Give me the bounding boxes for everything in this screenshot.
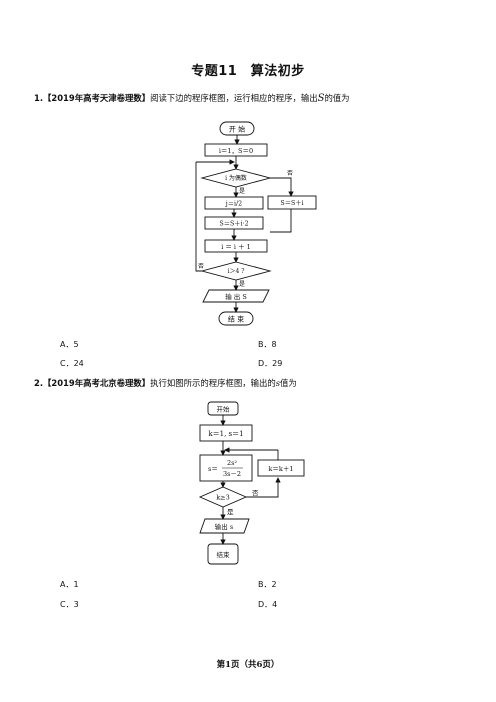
fc1-output-label: 输 出 S bbox=[225, 292, 247, 301]
fc1-no-label: 否 bbox=[287, 170, 293, 177]
fc2-start-label: 开始 bbox=[217, 405, 231, 414]
fc2-s-lhs: s＝ bbox=[208, 465, 218, 473]
fc1-j-assign-label: j＝i/2 bbox=[225, 201, 242, 208]
page-footer: 第1页（共6页） bbox=[216, 660, 280, 670]
fc1-limit-label: i＞4 ? bbox=[228, 268, 245, 275]
question-2-text: 执行如图所示的程序框图，输出的 bbox=[150, 378, 276, 388]
fc1-output-shape bbox=[202, 289, 270, 303]
fc1-yes2-label: 是 bbox=[239, 281, 245, 288]
q2-option-c: C．3 bbox=[60, 600, 79, 609]
fc1-yes-label: 是 bbox=[239, 188, 245, 195]
q2-option-b: B．2 bbox=[258, 580, 277, 589]
fc1-start-label: 开 始 bbox=[229, 125, 245, 134]
fc1-init-label: i＝1，S＝0 bbox=[219, 147, 253, 155]
fc2-yes-label: 是 bbox=[227, 508, 234, 516]
q1-option-c: C．24 bbox=[60, 359, 84, 368]
question-2-var: s bbox=[275, 378, 281, 388]
fc1-s-update-odd-label: S＝S＋i bbox=[280, 199, 303, 207]
fc2-init-box bbox=[199, 424, 253, 442]
question-1-var: S bbox=[317, 93, 325, 104]
fc1-end-label: 结 束 bbox=[228, 315, 244, 324]
question-1: 1.【2019年高考天津卷理数】阅读下边的程序框图，运行相应的程序，输出S的值为 bbox=[34, 92, 474, 105]
fc1-no2-label: 否 bbox=[198, 263, 204, 270]
fc2-increment-label: k＝k＋1 bbox=[268, 465, 293, 473]
q1-option-d: D．29 bbox=[258, 359, 283, 368]
question-2: 2.【2019年高考北京卷理数】执行如图所示的程序框图，输出的s值为 bbox=[34, 377, 474, 389]
q2-option-a: A．1 bbox=[60, 580, 79, 589]
fc1-increment-label: i ＝ i ＋ 1 bbox=[221, 243, 251, 251]
fc1-s-update-odd-box bbox=[267, 195, 317, 210]
fc2-condition-label: k≥3 bbox=[216, 494, 230, 502]
question-2-tail: 值为 bbox=[280, 378, 297, 388]
fc1-s-update-even-label: S＝S＋i·2 bbox=[219, 220, 248, 228]
q2-option-d: D．4 bbox=[258, 600, 278, 609]
fc1-even-label: i 为偶数 bbox=[225, 174, 247, 182]
question-2-number: 2. bbox=[34, 378, 44, 388]
fc2-s-assign-box bbox=[199, 454, 253, 482]
fc2-no-label: 否 bbox=[252, 489, 259, 497]
fc2-increment-box bbox=[257, 459, 305, 477]
page-title: 专题11 算法初步 bbox=[191, 64, 305, 79]
fc2-init-label: k＝1, s＝1 bbox=[208, 430, 243, 438]
fc2-end-shape bbox=[207, 543, 239, 565]
fc2-output-label: 输出 s bbox=[215, 522, 233, 531]
q1-option-b: B．8 bbox=[258, 340, 277, 349]
fc1-end-shape bbox=[218, 311, 254, 326]
question-2-source: 【2019年高考北京卷理数】 bbox=[43, 378, 151, 388]
question-1-number: 1. bbox=[34, 93, 44, 103]
fc2-output-shape bbox=[199, 518, 250, 534]
q1-option-a: A．5 bbox=[60, 340, 79, 349]
fc2-end-label: 结束 bbox=[217, 550, 231, 559]
question-1-tail: 的值为 bbox=[324, 93, 350, 103]
question-1-source: 【2019年高考天津卷理数】 bbox=[43, 93, 151, 103]
question-1-text: 阅读下边的程序框图，运行相应的程序，输出 bbox=[150, 93, 318, 103]
fc2-s-denominator: 3s－2 bbox=[223, 470, 241, 478]
fc2-s-numerator: 2s² bbox=[227, 459, 237, 467]
